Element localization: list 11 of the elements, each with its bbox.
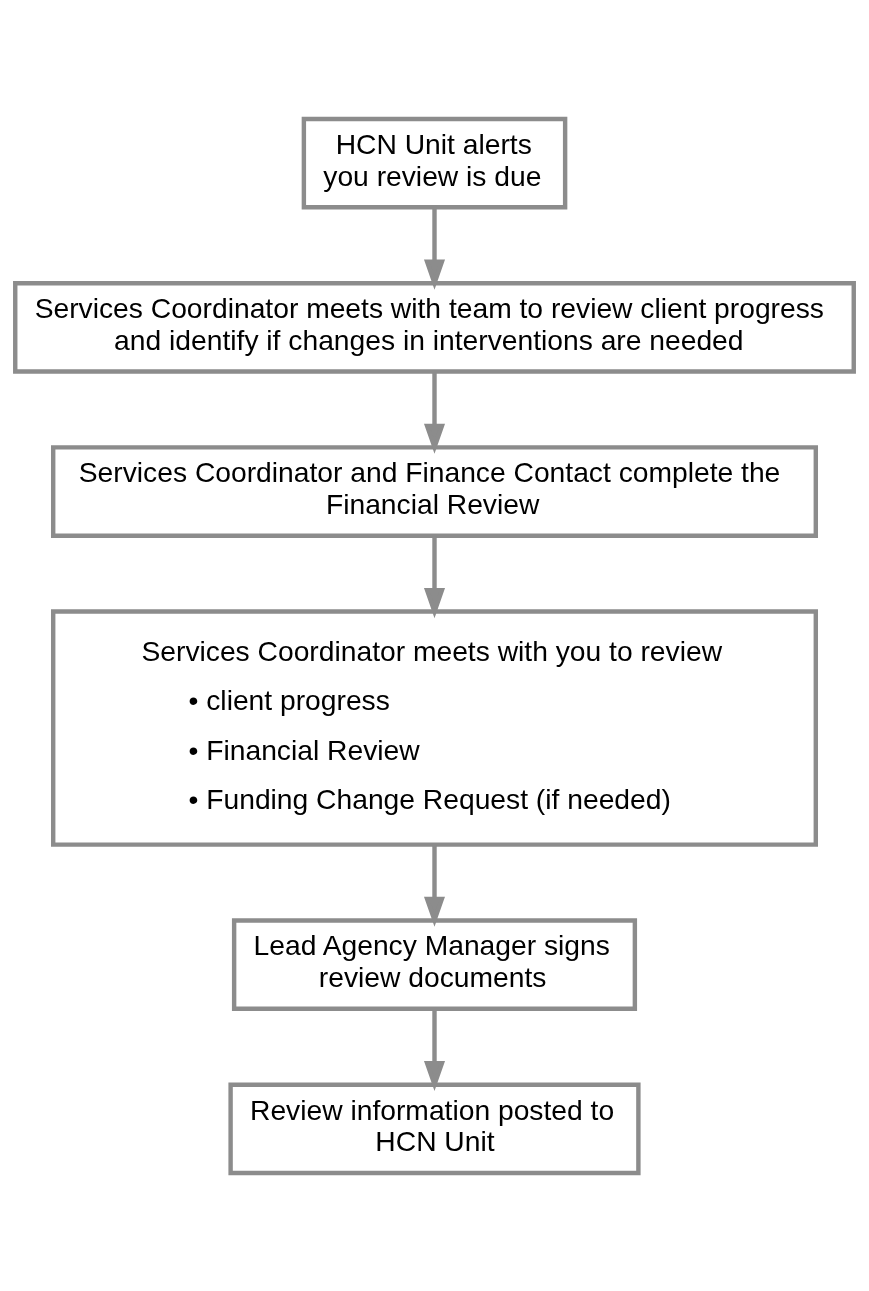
node-box: Services Coordinator meets with you to review • client progress • Financial Review • Funding Change Request (if needed) (51, 608, 818, 847)
node-box: Services Coordinator meets with team to review client progress and identify if changes in interventions are needed (13, 280, 856, 374)
node-box: Lead Agency Manager signs review documents (231, 917, 638, 1011)
node-box: Review information posted to HCN Unit (228, 1081, 641, 1175)
node-box: HCN Unit alerts you review is due (301, 116, 568, 210)
node-box: Services Coordinator and Finance Contact complete the Financial Review (51, 444, 818, 538)
arrow (424, 371, 445, 454)
arrow (424, 207, 445, 290)
arrow (424, 844, 445, 927)
arrow (424, 535, 445, 618)
arrow (424, 1008, 445, 1091)
